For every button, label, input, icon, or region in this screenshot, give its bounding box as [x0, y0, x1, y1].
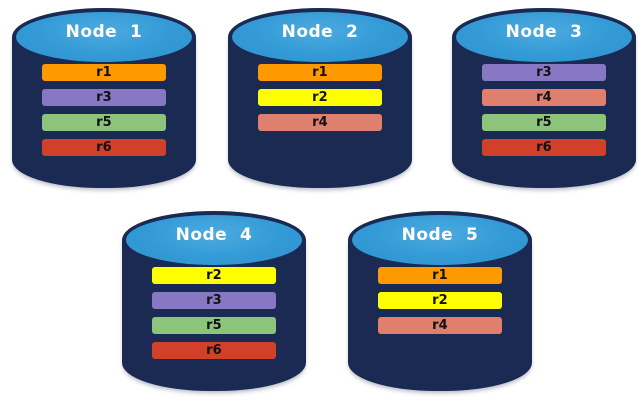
replica-label: r6 — [536, 140, 552, 155]
replica-bar-r2[interactable]: r2 — [378, 292, 502, 309]
replica-list: r3 r4 r5 r6 — [452, 64, 636, 156]
replica-list: r2 r3 r5 r6 — [122, 267, 306, 359]
cylinder-top-ellipse — [452, 8, 636, 66]
replica-label: r1 — [312, 65, 328, 80]
replica-bar-r6[interactable]: r6 — [42, 139, 166, 156]
replica-label: r4 — [536, 90, 552, 105]
replica-label: r5 — [536, 115, 552, 130]
replica-bar-r1[interactable]: r1 — [378, 267, 502, 284]
replica-label: r3 — [206, 293, 222, 308]
cylinder-top-face — [456, 12, 632, 62]
replica-list: r1 r2 r4 — [228, 64, 412, 131]
replica-bar-r5[interactable]: r5 — [152, 317, 276, 334]
cylinder-top-face — [352, 215, 528, 265]
replica-bar-r5[interactable]: r5 — [42, 114, 166, 131]
replica-bar-r5[interactable]: r5 — [482, 114, 606, 131]
cylinder-shape — [452, 8, 636, 188]
replica-label: r5 — [96, 115, 112, 130]
replica-bar-r4[interactable]: r4 — [378, 317, 502, 334]
replica-label: r2 — [312, 90, 328, 105]
cylinder-top-ellipse — [12, 8, 196, 66]
replica-label: r2 — [206, 268, 222, 283]
replica-label: r1 — [96, 65, 112, 80]
replica-list: r1 r3 r5 r6 — [12, 64, 196, 156]
replica-label: r3 — [96, 90, 112, 105]
replica-label: r2 — [432, 293, 448, 308]
replica-label: r5 — [206, 318, 222, 333]
replica-bar-r6[interactable]: r6 — [152, 342, 276, 359]
cylinder-top-face — [232, 12, 408, 62]
replica-label: r6 — [206, 343, 222, 358]
replica-label: r3 — [536, 65, 552, 80]
cylinder-top-face — [16, 12, 192, 62]
replica-label: r4 — [312, 115, 328, 130]
replica-bar-r1[interactable]: r1 — [258, 64, 382, 81]
replica-label: r1 — [432, 268, 448, 283]
replica-label: r6 — [96, 140, 112, 155]
replica-bar-r3[interactable]: r3 — [42, 89, 166, 106]
cylinder-top-face — [126, 215, 302, 265]
replica-bar-r4[interactable]: r4 — [258, 114, 382, 131]
replica-bar-r1[interactable]: r1 — [42, 64, 166, 81]
cylinder-top-ellipse — [228, 8, 412, 66]
replica-label: r4 — [432, 318, 448, 333]
replica-list: r1 r2 r4 — [348, 267, 532, 334]
replica-bar-r6[interactable]: r6 — [482, 139, 606, 156]
cylinder-top-ellipse — [348, 211, 532, 269]
replica-bar-r2[interactable]: r2 — [152, 267, 276, 284]
replica-bar-r3[interactable]: r3 — [152, 292, 276, 309]
replica-bar-r2[interactable]: r2 — [258, 89, 382, 106]
replica-bar-r4[interactable]: r4 — [482, 89, 606, 106]
cylinder-top-ellipse — [122, 211, 306, 269]
replica-bar-r3[interactable]: r3 — [482, 64, 606, 81]
